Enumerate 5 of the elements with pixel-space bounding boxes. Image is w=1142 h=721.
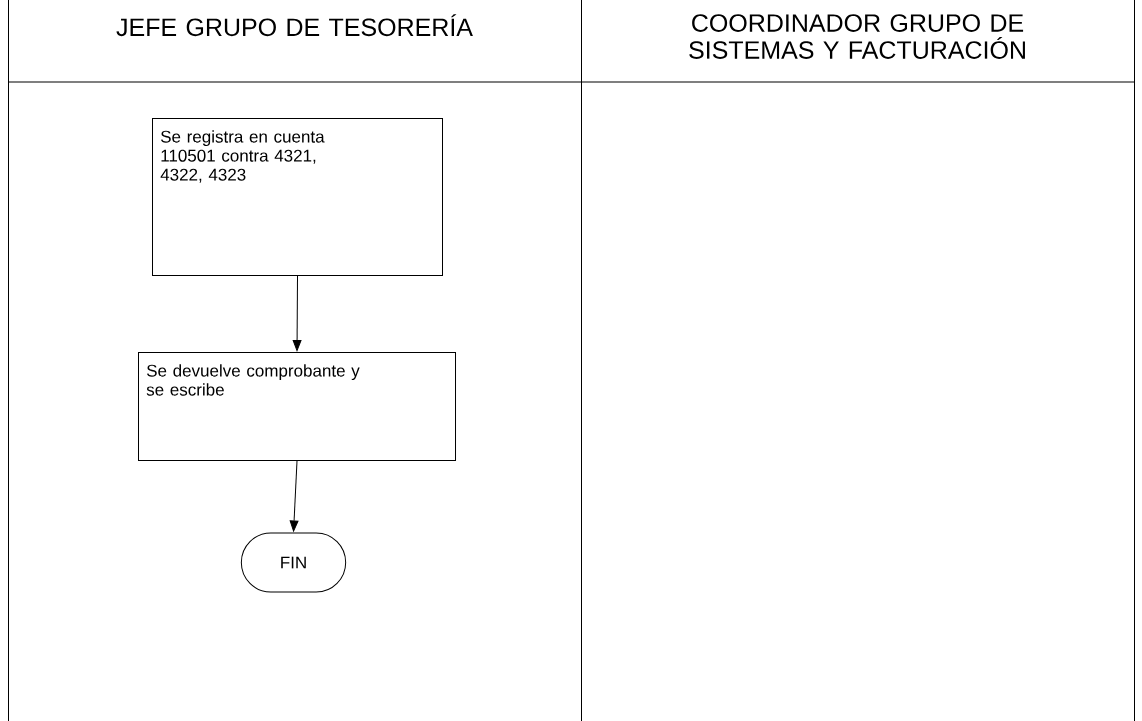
- swimlane: COORDINADOR GRUPO DE SISTEMAS Y FACTURACIÓN: [580, 0, 1135, 721]
- arrow: [292, 275, 302, 352]
- process-box: Se registra en cuenta 110501 contra 4321, 4322, 4323: [152, 118, 443, 276]
- arrow: [289, 460, 299, 532]
- process-box: Se devuelve comprobante y se escribe: [138, 352, 456, 461]
